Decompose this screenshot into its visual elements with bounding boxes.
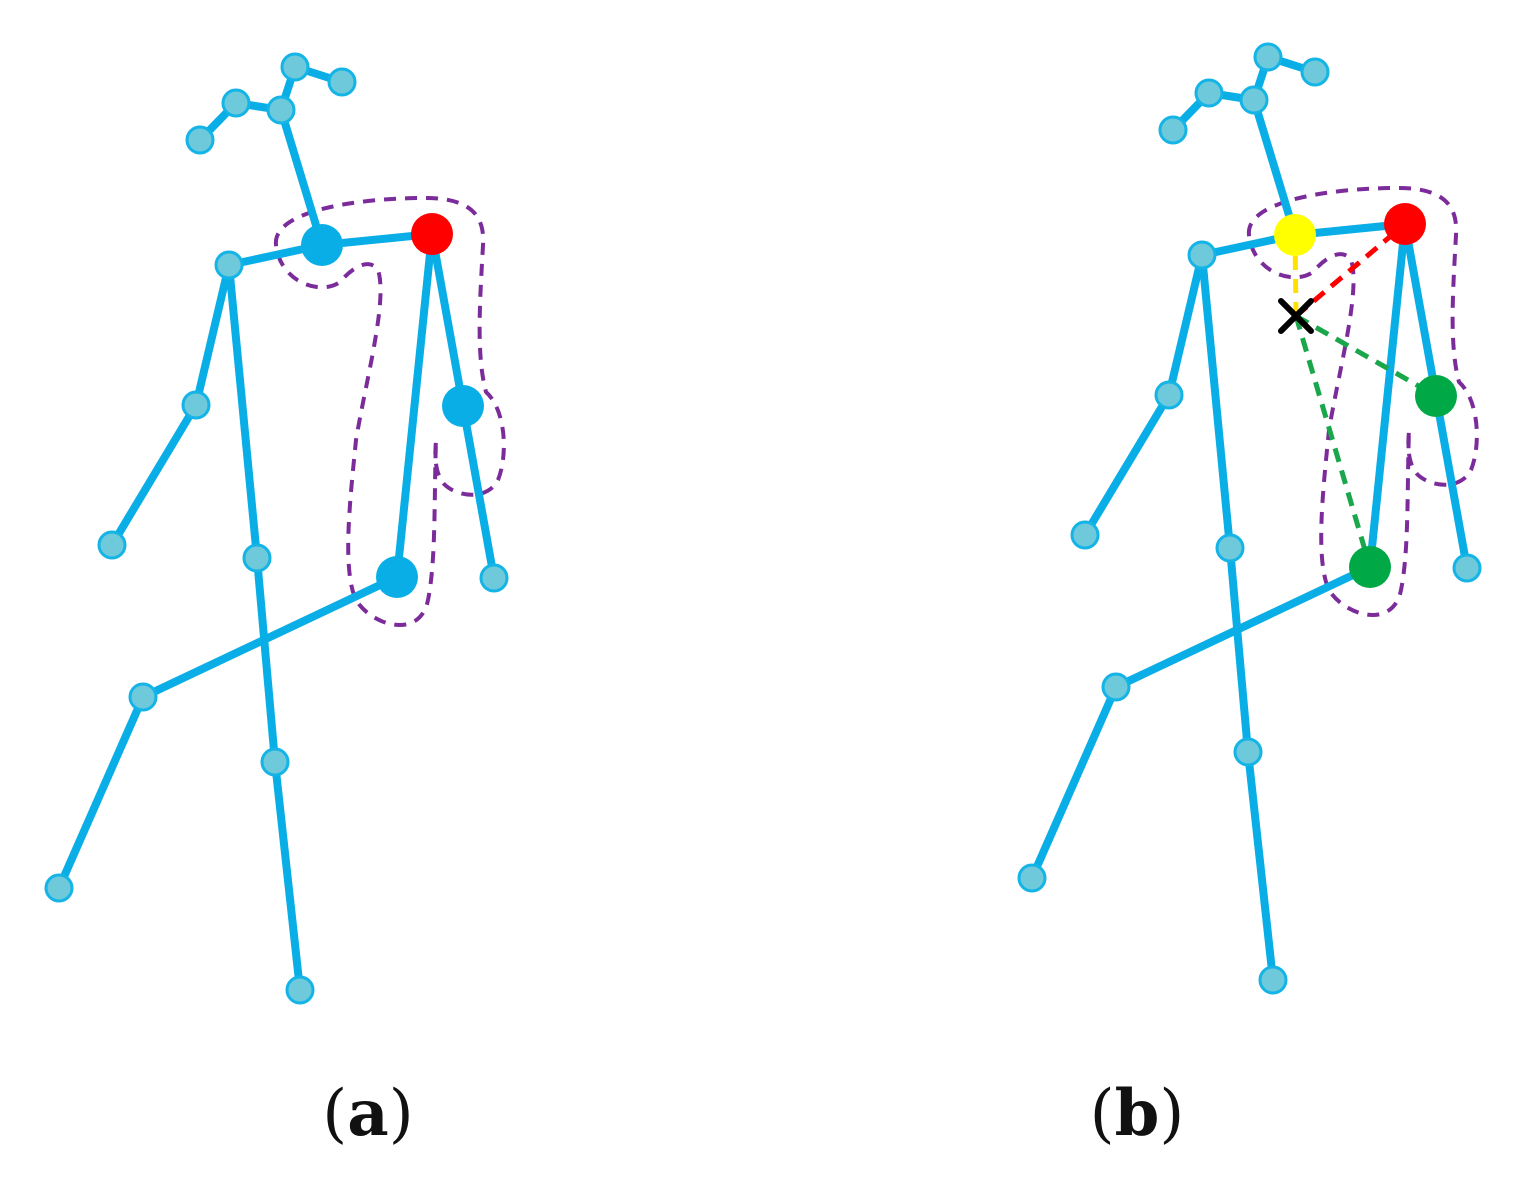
joint-wristL bbox=[97, 530, 127, 560]
joint-elbowL bbox=[181, 390, 211, 420]
panel-b-skeleton bbox=[1017, 42, 1482, 995]
joint-ankleL bbox=[1258, 965, 1288, 995]
bone-kneeL-ankleL bbox=[1244, 748, 1277, 984]
link-green-hip bbox=[1293, 315, 1373, 568]
label-a-close: ) bbox=[388, 1077, 414, 1151]
bone-neck-shoulderC bbox=[1250, 96, 1299, 239]
bone-neck-shoulderC bbox=[277, 106, 326, 249]
bone-hipL-kneeL bbox=[253, 554, 279, 766]
joint-wristR bbox=[1452, 553, 1482, 583]
bone-shoulderL-hipL bbox=[1198, 251, 1234, 552]
bone-kneeR-ankleR bbox=[1028, 683, 1120, 882]
label-b-close: ) bbox=[1159, 1077, 1185, 1151]
key-joint-shoulderR bbox=[1384, 203, 1426, 245]
link-yellow-parent bbox=[1292, 234, 1299, 317]
joint-shoulderL bbox=[214, 250, 244, 280]
label-a-open: ( bbox=[322, 1077, 348, 1151]
joint-wristR bbox=[479, 563, 509, 593]
bone-shoulderL-elbowL bbox=[1165, 251, 1206, 399]
key-joint-elbowR bbox=[442, 385, 484, 427]
key-joint-hipR bbox=[376, 556, 418, 598]
key-joint-shoulderC bbox=[301, 224, 343, 266]
label-b-open: ( bbox=[1089, 1077, 1115, 1151]
joint-kneeR bbox=[128, 682, 158, 712]
bone-elbowR-wristR bbox=[1432, 392, 1471, 572]
joint-headL2 bbox=[185, 125, 215, 155]
joint-headTop2 bbox=[327, 67, 357, 97]
bone-shoulderR-hipR bbox=[393, 230, 436, 581]
label-b-letter: b bbox=[1114, 1076, 1160, 1151]
bone-hipR-kneeR bbox=[139, 573, 401, 701]
center-mark-stroke-2 bbox=[1278, 298, 1314, 334]
panel-label-b: (b) bbox=[1037, 1082, 1237, 1147]
joint-elbowL bbox=[1154, 380, 1184, 410]
joint-headTop1 bbox=[280, 52, 310, 82]
panel-label-a: (a) bbox=[268, 1082, 468, 1147]
bone-elbowR-wristR bbox=[459, 402, 498, 582]
region-outline bbox=[1246, 186, 1479, 617]
bone-shoulderR-elbowR bbox=[428, 230, 467, 410]
link-green-elbow bbox=[1294, 313, 1438, 399]
joint-hipL bbox=[242, 543, 272, 573]
key-joint-shoulderR bbox=[411, 213, 453, 255]
joint-ankleL bbox=[285, 975, 315, 1005]
joint-hipL bbox=[1215, 533, 1245, 563]
bone-hipL-kneeL bbox=[1226, 544, 1252, 756]
key-joint-hipR bbox=[1349, 546, 1391, 588]
joint-shoulderL bbox=[1187, 240, 1217, 270]
joint-headL2 bbox=[1158, 115, 1188, 145]
region-outline bbox=[273, 196, 506, 627]
bone-elbowL-wristL bbox=[1081, 391, 1173, 539]
joint-wristL bbox=[1070, 520, 1100, 550]
bone-shoulderR-hipR bbox=[1366, 220, 1409, 571]
bone-shoulderR-elbowR bbox=[1401, 220, 1440, 400]
bone-hipR-kneeR bbox=[1112, 563, 1374, 691]
bone-shoulderL-elbowL bbox=[192, 261, 233, 409]
joint-neck bbox=[266, 95, 296, 125]
joint-neck bbox=[1239, 85, 1269, 115]
joint-headL1 bbox=[1194, 78, 1224, 108]
joint-kneeL bbox=[1233, 737, 1263, 767]
joint-headTop2 bbox=[1300, 57, 1330, 87]
link-red-root bbox=[1294, 222, 1407, 318]
joint-ankleR bbox=[44, 873, 74, 903]
key-joint-elbowR bbox=[1415, 375, 1457, 417]
bone-shoulderL-hipL bbox=[225, 261, 261, 562]
label-a-letter: a bbox=[347, 1076, 389, 1151]
joint-headL1 bbox=[221, 88, 251, 118]
bone-kneeR-ankleR bbox=[55, 693, 147, 892]
bone-elbowL-wristL bbox=[108, 401, 200, 549]
joint-ankleR bbox=[1017, 863, 1047, 893]
joint-headTop1 bbox=[1253, 42, 1283, 72]
joint-kneeL bbox=[260, 747, 290, 777]
panel-a-skeleton bbox=[44, 52, 509, 1005]
key-joint-shoulderC bbox=[1274, 214, 1316, 256]
bone-kneeL-ankleL bbox=[271, 758, 304, 994]
joint-kneeR bbox=[1101, 672, 1131, 702]
